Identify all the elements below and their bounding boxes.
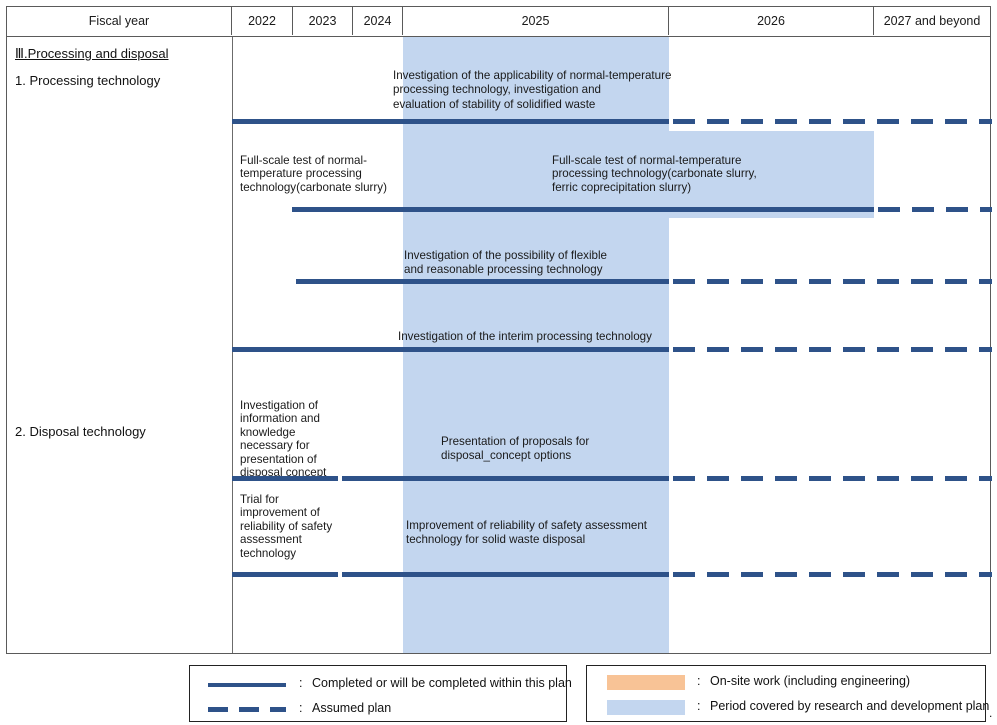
legend-left: : Completed or will be completed within … [189,665,572,725]
legend-item-onsite-work: : On-site work (including engineering) [587,672,985,698]
task-label-flexible-reasonable-processing: Investigation of the possibility of flex… [404,249,608,277]
task-bar-applicability-solid [232,119,669,124]
task-bar-interim-processing-dashed [673,347,992,352]
legend-assumed-label: Assumed plan [312,701,392,715]
task-bar-flexible-reasonable-dashed [673,279,992,284]
header-year-2024: 2024 [353,7,403,35]
task-bar-applicability-dashed [673,119,992,124]
task-bar-disposal-concept-solid-a [232,476,338,481]
task-label-full-scale-test-carbonate-ferric: Full-scale test of normal-temperature pr… [552,154,757,194]
header-fiscal-year-label: Fiscal year [88,14,150,28]
task-bar-interim-processing-solid [232,347,669,352]
legend-rd-period-separator: : [697,699,701,713]
task-label-improvement-reliability-safety: Improvement of reliability of safety ass… [406,519,647,547]
legend-completed-separator: : [299,676,303,690]
section-title-processing-technology: 1. Processing technology [15,73,161,88]
legend-onsite-label: On-site work (including engineering) [710,674,911,688]
legend-rd-period-swatch [607,700,685,715]
header-fiscal-year: Fiscal year [7,7,232,35]
column-divider-label [232,37,233,653]
header-year-2023-label: 2023 [308,14,337,28]
header-year-2026-label: 2026 [757,14,785,28]
legend-solid-line-icon [208,683,286,687]
task-label-interim-processing: Investigation of the interim processing … [398,330,652,343]
table-header-row: Fiscal year 2022 2023 2024 2025 2026 202… [7,7,990,37]
header-year-2026: 2026 [669,7,874,35]
rd-period-band-2025 [403,37,669,653]
legend-right: : On-site work (including engineering) :… [586,665,989,723]
legend-item-rd-period: : Period covered by research and develop… [587,697,989,723]
header-year-2024-label: 2024 [363,14,392,28]
task-label-proposals-disposal-concept: Presentation of proposals for disposal_c… [441,435,590,463]
legend-onsite-separator: : [697,674,701,688]
legend-item-completed: : Completed or will be completed within … [190,674,572,700]
task-bar-full-scale-test-solid [292,207,874,212]
section-title-processing-and-disposal: Ⅲ.Processing and disposal [15,46,169,61]
task-bar-safety-assessment-solid-b [342,572,669,577]
task-label-information-knowledge-disposal-concept: Investigation of information and knowled… [240,399,327,480]
header-year-2022-label: 2022 [248,14,276,28]
legend-completed-label: Completed or will be completed within th… [312,676,572,690]
task-label-applicability-normal-temperature: Investigation of the applicability of no… [393,69,672,111]
header-year-2027-beyond: 2027 and beyond [874,7,990,35]
task-bar-disposal-concept-solid-b [342,476,669,481]
header-year-2025: 2025 [403,7,669,35]
task-bar-safety-assessment-solid-a [232,572,338,577]
legend-onsite-work-swatch [607,675,685,690]
header-year-2025-label: 2025 [521,14,550,28]
header-year-2027-beyond-label: 2027 and beyond [883,14,981,28]
trailing-period-mark: . [989,706,993,720]
gantt-chart-table: Fiscal year 2022 2023 2024 2025 2026 202… [6,6,992,654]
section-title-disposal-technology: 2. Disposal technology [15,424,146,439]
task-label-trial-reliability-safety: Trial for improvement of reliability of … [240,493,333,560]
task-bar-full-scale-test-dashed [878,207,992,212]
task-bar-disposal-concept-dashed [673,476,992,481]
legend-dashed-line-icon [208,707,286,712]
task-bar-flexible-reasonable-solid [296,279,669,284]
legend-assumed-separator: : [299,701,303,715]
task-label-full-scale-test-carbonate: Full-scale test of normal- temperature p… [240,154,387,194]
task-bar-safety-assessment-dashed [673,572,992,577]
header-year-2022: 2022 [232,7,293,35]
header-year-2023: 2023 [293,7,353,35]
legend-item-assumed: : Assumed plan [190,699,566,725]
rd-period-band-extension-2026 [669,131,874,218]
legend-rd-period-label: Period covered by research and developme… [710,699,990,713]
